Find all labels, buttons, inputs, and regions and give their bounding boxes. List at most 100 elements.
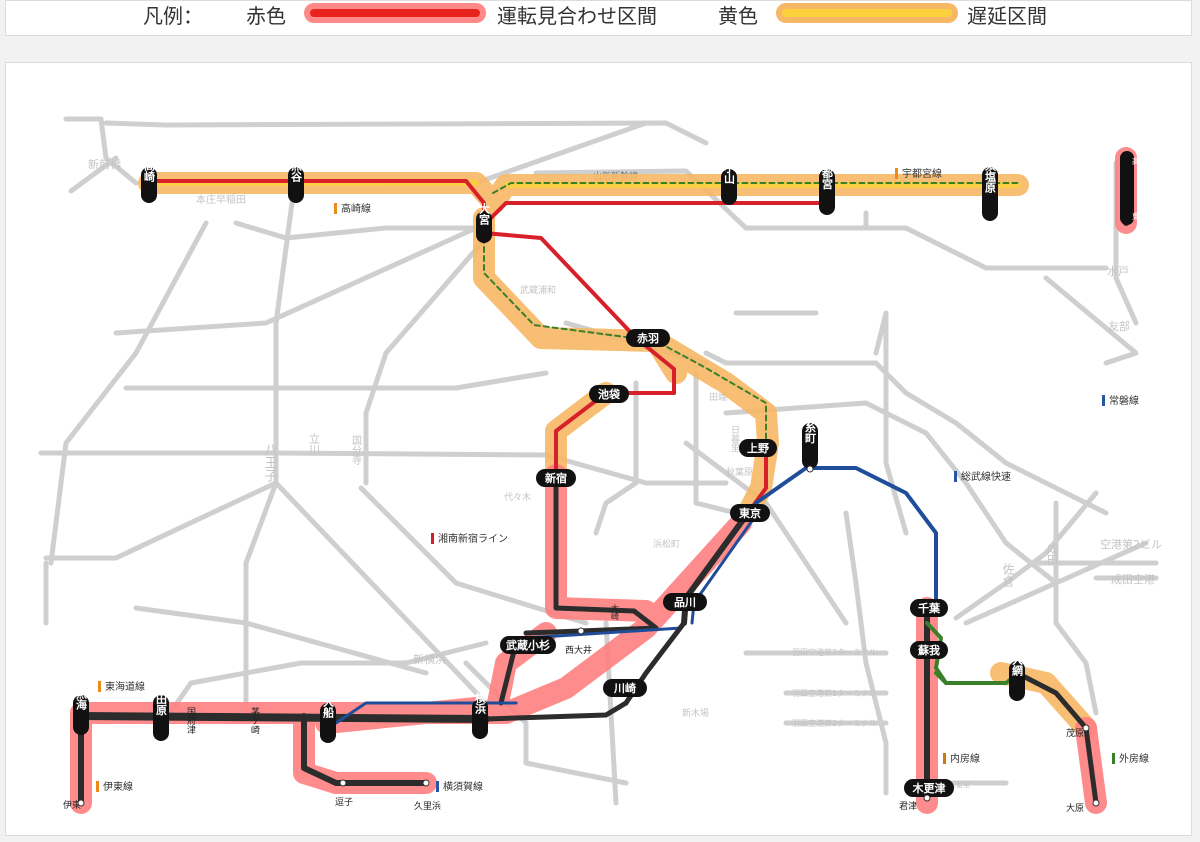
station-takahagi-tokai[interactable] <box>1120 151 1134 225</box>
legend-yellow-label: 黄色 <box>718 4 758 28</box>
bg-line <box>953 490 1099 621</box>
bg-line <box>363 235 489 486</box>
bg-station-sakura: 佐倉 <box>1001 563 1015 588</box>
station-chigasaki-label: 茅ケ崎 <box>249 707 260 734</box>
station-takasaki-label: 高崎 <box>143 159 156 183</box>
bg-station-akihabara: 秋葉原 <box>726 466 753 478</box>
bg-line <box>703 350 1109 516</box>
station-ofuna[interactable]: 大船 <box>320 695 336 743</box>
dot-mobara <box>1082 724 1090 732</box>
station-oyama[interactable]: 小山 <box>721 161 737 205</box>
station-akabane-label: 赤羽 <box>637 331 659 345</box>
station-tokyo-label: 東京 <box>739 506 761 520</box>
station-utsunomiya[interactable]: 宇都宮 <box>819 155 835 215</box>
station-kumagaya[interactable]: 熊谷 <box>288 159 304 203</box>
station-dots <box>77 465 1100 807</box>
station-odawara-label: 小田原 <box>155 681 169 716</box>
station-akabane[interactable]: 赤羽 <box>626 329 670 347</box>
station-musashikosugi[interactable]: 武蔵小杉 <box>500 636 556 654</box>
dot-kurihama <box>422 779 430 787</box>
station-tokyo[interactable]: 東京 <box>730 504 770 522</box>
bg-station-yoyogi: 代々木 <box>504 491 531 503</box>
station-kumagaya-label: 熊谷 <box>290 159 303 183</box>
sobu-tag-mark <box>954 471 957 482</box>
station-kinshicho[interactable]: 錦糸町 <box>802 409 818 469</box>
bg-line <box>123 370 549 391</box>
bg-line <box>723 400 1059 586</box>
station-ofuna-label: 大船 <box>322 695 335 719</box>
background-network <box>38 116 1159 806</box>
station-utsunomiya-label: 宇都宮 <box>821 155 835 190</box>
route-osaki-musashikosugi <box>523 608 659 636</box>
bg-station-hachioji: 八王子 <box>262 443 278 482</box>
route-utsunomiya-line <box>482 201 823 227</box>
bg-station-tachikawa: 立川 <box>308 432 321 455</box>
station-kinshicho-label: 錦糸町 <box>804 409 817 444</box>
bg-station-haneda1: 羽田空港第1ターミナル <box>792 688 877 698</box>
line-label-uchibo: 内房線 <box>950 752 980 765</box>
bg-station-shinmaebashi: 新前橋 <box>88 157 121 171</box>
station-omiya[interactable]: 大宮 <box>476 202 492 243</box>
station-takasaki[interactable]: 高崎 <box>141 159 157 203</box>
route-ikebukuro-shinjuku <box>554 391 608 477</box>
station-nasushiobara[interactable]: 那須塩原 <box>982 149 998 221</box>
station-chiba[interactable]: 千葉 <box>910 599 948 617</box>
route-map: 新前橋 本庄早稲田 山形新幹線 武蔵浦和 水戸 友部 八王子 立川 国分寺 新横… <box>38 116 1162 814</box>
bg-station-narita-airport: 成田空港 <box>1111 572 1155 586</box>
station-shinagawa[interactable]: 品川 <box>663 593 707 611</box>
station-oami-label: 大網 <box>1011 653 1024 677</box>
line-label-tokaido: 東海道線 <box>105 680 145 693</box>
delay-omiya-akabane <box>473 207 687 384</box>
station-oami[interactable]: 大網 <box>1009 653 1025 701</box>
bg-line <box>233 220 479 241</box>
main-routes <box>77 155 1129 806</box>
route-nishioi <box>524 626 683 640</box>
line-label-shonan: 湘南新宿ライン <box>438 532 508 545</box>
route-tohoku-shinkansen <box>492 182 1019 194</box>
dot-kimitsu <box>923 794 931 802</box>
route-map-panel: 新前橋 本庄早稲田 山形新幹線 武蔵浦和 水戸 友部 八王子 立川 国分寺 新横… <box>5 62 1192 836</box>
route-oami-ohara <box>1018 672 1099 806</box>
station-omiya-label: 大宮 <box>478 202 491 226</box>
station-kurihama-label: 久里浜 <box>414 800 441 812</box>
station-soga[interactable]: 蘇我 <box>910 641 948 659</box>
bg-station-airport2: 空港第2ビル <box>1100 537 1162 551</box>
bg-station-musashiurawa: 武蔵浦和 <box>520 284 556 296</box>
station-kisarazu-label: 木更津 <box>912 781 946 795</box>
station-odawara[interactable]: 小田原 <box>153 681 169 741</box>
station-tokai-label: 東海 <box>1132 211 1148 221</box>
small-station-labels: 大崎 西大井 国府津 茅ケ崎 伊東 逗子 久里浜 茂原 大原 君津 高萩 東海 <box>63 156 1148 814</box>
station-nishioi-label: 西大井 <box>565 644 592 656</box>
line-label-sotobo: 外房線 <box>1119 752 1149 765</box>
station-zushi-label: 逗子 <box>335 797 353 808</box>
station-atami-label: 熱海 <box>75 687 88 711</box>
legend-red-label: 赤色 <box>246 4 286 28</box>
station-pills: 高崎 熊谷 大宮 小山 宇都宮 那須塩原 赤羽 池袋 <box>73 149 1134 797</box>
bg-line <box>273 480 489 706</box>
station-yokohama-label: 横浜 <box>474 691 487 715</box>
legend-yellow-meaning: 遅延区間 <box>967 4 1047 28</box>
station-ikebukuro-label: 池袋 <box>598 387 621 401</box>
station-kisarazu[interactable]: 木更津 <box>904 779 954 797</box>
bg-station-shinyokohama: 新横浜 <box>413 652 446 666</box>
joban-tag-mark <box>1102 395 1105 406</box>
station-ueno[interactable]: 上野 <box>739 439 777 457</box>
line-label-joban: 常磐線 <box>1109 394 1139 407</box>
station-yokohama[interactable]: 横浜 <box>472 691 488 739</box>
bg-station-tomobe: 友部 <box>1108 319 1130 333</box>
station-ikebukuro[interactable]: 池袋 <box>589 385 629 403</box>
bg-line <box>68 155 119 194</box>
station-mobara-label: 茂原 <box>1066 727 1084 739</box>
bg-station-honjo: 本庄早稲田 <box>196 193 246 206</box>
station-kawasaki[interactable]: 川崎 <box>603 679 647 697</box>
ito-tag-mark <box>96 781 99 792</box>
bg-line <box>683 440 849 626</box>
station-atami[interactable]: 熱海 <box>73 687 89 735</box>
bg-station-haneda2: 羽田空港第2ターミナル <box>792 718 877 728</box>
dot-nishioi <box>577 627 585 635</box>
bg-line <box>113 225 479 336</box>
bg-line <box>133 605 429 676</box>
station-shinjuku[interactable]: 新宿 <box>536 469 576 487</box>
tokaido-tag-mark <box>98 681 101 692</box>
bg-station-haneda3: 羽田空港第3ターミナル <box>792 647 877 657</box>
